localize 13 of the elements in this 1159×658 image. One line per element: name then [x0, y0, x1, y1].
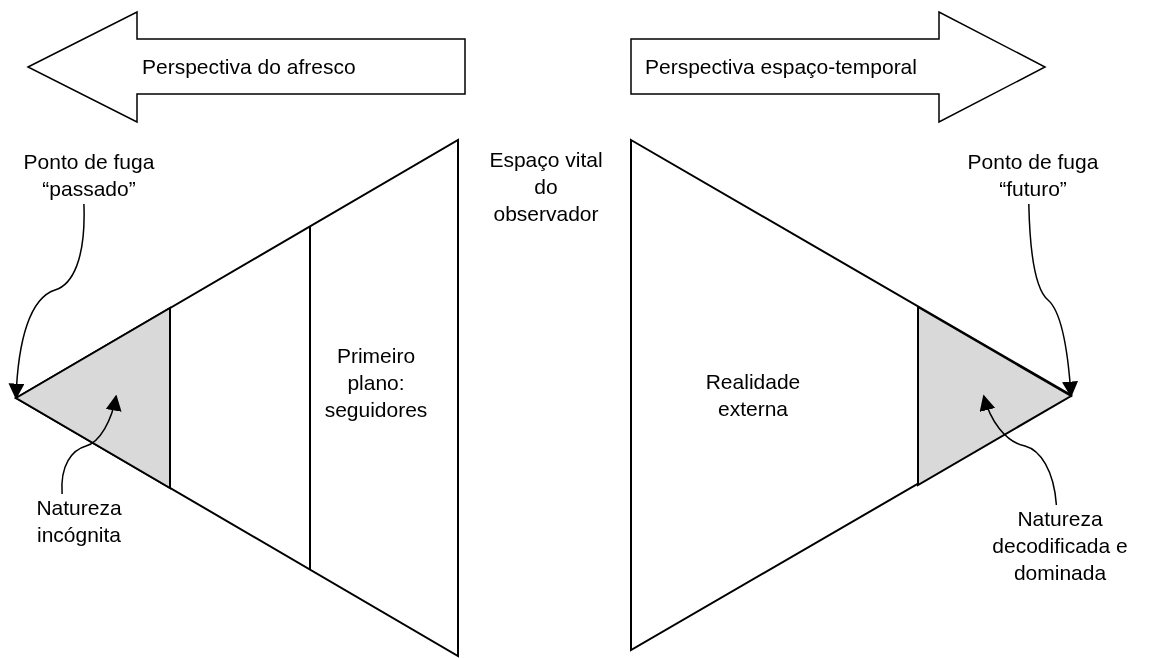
- annotation-text: Primeiro plano: seguidores: [323, 343, 429, 423]
- annotation-text: Ponto de fuga “passado”: [22, 149, 156, 202]
- leader-line: [1028, 203, 1078, 398]
- annotation-text: Natureza incógnita: [35, 495, 123, 548]
- region-label: Realidade externa: [704, 369, 802, 422]
- leader-line: [8, 203, 85, 400]
- leader-line: [61, 394, 122, 495]
- arrow-label: Perspectiva espaço-temporal: [644, 54, 918, 80]
- annotation-text: Ponto de fuga “futuro”: [966, 149, 1100, 202]
- arrow-label: Perspectiva do afresco: [141, 54, 357, 80]
- annotation-text: Natureza decodificada e dominada: [991, 506, 1129, 586]
- area-label: Espaço vital do observador: [488, 147, 604, 227]
- leader-line: [980, 394, 1058, 506]
